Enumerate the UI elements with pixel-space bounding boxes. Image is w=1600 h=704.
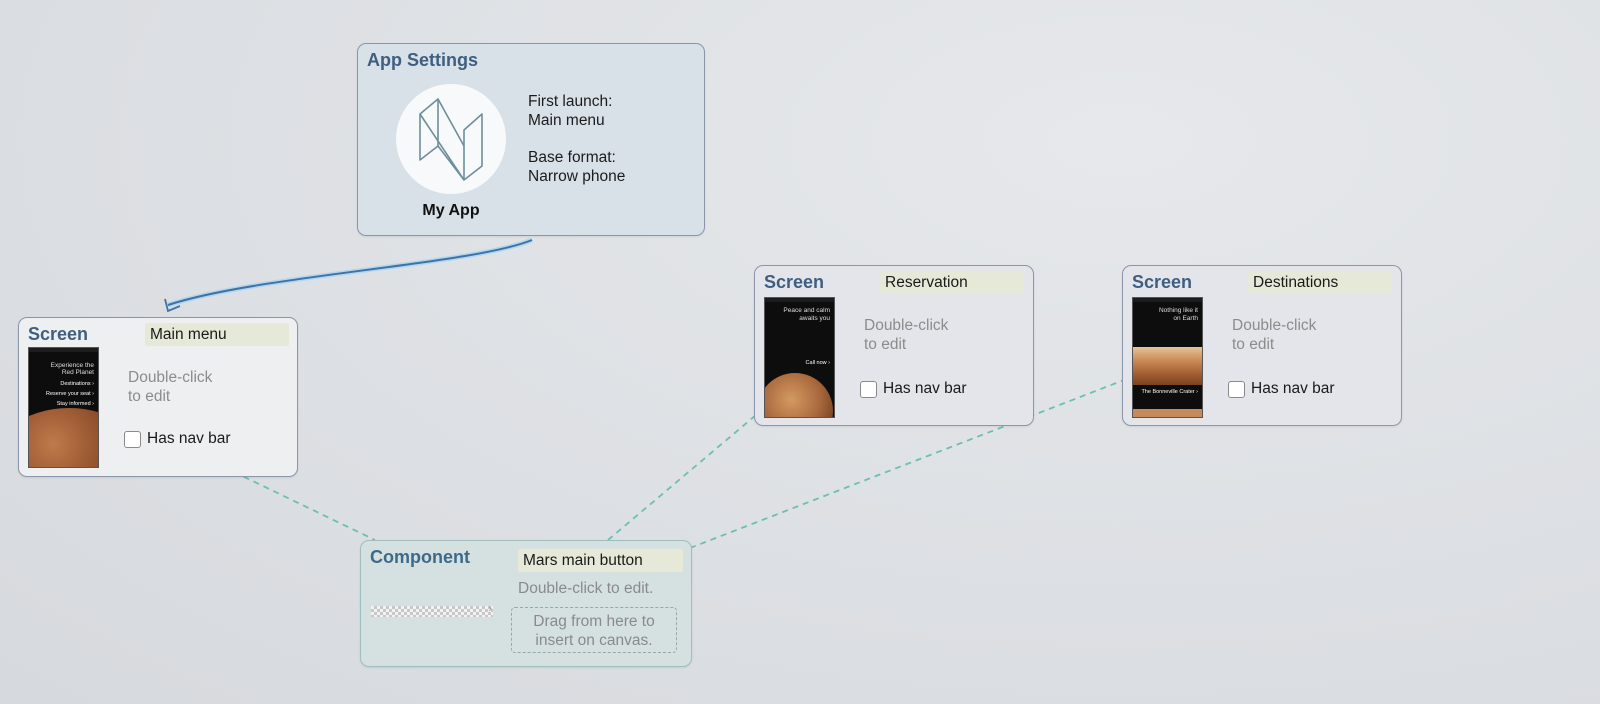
mars-terrain-strip (1133, 409, 1202, 417)
thumb-text: Reserve your seat › (46, 391, 94, 397)
thumb-text: Nothing like it (1158, 307, 1198, 314)
base-format-value: Narrow phone (528, 168, 626, 185)
mars-terrain-image (1133, 347, 1202, 385)
first-launch-arrow-glow (167, 237, 533, 308)
app-settings-title: App Settings (367, 50, 478, 70)
screen-name-field[interactable]: Main menu (145, 323, 289, 346)
app-icon[interactable] (396, 84, 506, 194)
thumb-text: Destinations › (60, 381, 94, 387)
screen-name-field[interactable]: Destinations (1248, 271, 1392, 294)
drag-hint-line: insert on canvas. (535, 632, 653, 649)
nav-bar-toggle[interactable]: Has nav bar (860, 380, 967, 398)
chevron-right-icon: › (488, 603, 492, 615)
screen-name-field[interactable]: Reservation (880, 271, 1024, 294)
thumb-text: Stay informed › (56, 401, 94, 407)
first-launch-value: Main menu (528, 112, 605, 129)
edit-hint-line: Double-click (128, 369, 213, 386)
nav-bar-checkbox[interactable] (1228, 380, 1245, 398)
nav-bar-label: Has nav bar (147, 430, 231, 447)
edit-hint: Double-click to edit (1232, 316, 1316, 354)
edit-hint: Double-click to edit. (518, 580, 654, 597)
edit-hint: Double-click to edit (128, 368, 212, 406)
component-preview: › (371, 603, 493, 617)
nav-bar-checkbox[interactable] (860, 380, 877, 398)
thumb-text: awaits you (799, 315, 830, 322)
component-type-label: Component (370, 547, 470, 567)
app-info: First launch: Main menu Base format: Nar… (528, 92, 625, 186)
first-launch-arrow[interactable] (167, 239, 533, 306)
edit-hint-line: to edit (128, 388, 171, 405)
thumb-text: on Earth (1173, 315, 1198, 322)
nav-bar-toggle[interactable]: Has nav bar (1228, 380, 1335, 398)
nav-bar-label: Has nav bar (883, 380, 967, 397)
component-name-field[interactable]: Mars main button (518, 549, 683, 572)
screen-card-reservation[interactable]: Screen Reservation Peace and calm awaits… (754, 265, 1034, 426)
screen-type-label: Screen (1132, 272, 1193, 292)
edit-hint: Double-click to edit (864, 316, 948, 354)
screen-card-destinations[interactable]: Screen Destinations Nothing like it on E… (1122, 265, 1402, 426)
screen-thumbnail: Experience the Red Planet Destinations ›… (28, 347, 99, 468)
app-name-label: My App (422, 202, 480, 219)
screen-card-main-menu[interactable]: Screen Main menu Experience the Red Plan… (18, 317, 298, 477)
arrow-head-icon (164, 298, 181, 313)
edit-hint-line: Double-click (1232, 317, 1317, 334)
first-launch-label: First launch: (528, 93, 613, 110)
thumb-text: Red Planet (61, 369, 94, 376)
thumb-text: Call now › (805, 360, 830, 366)
link-reservation (607, 414, 757, 541)
app-settings-card[interactable]: App Settings My App First launch: Main m… (357, 43, 705, 236)
nav-bar-toggle[interactable]: Has nav bar (124, 430, 231, 448)
screen-thumbnail: Peace and calm awaits you Call now › (764, 297, 835, 418)
app-logo-icon (419, 98, 483, 181)
drag-hint-line: Drag from here to (533, 613, 655, 630)
edit-hint-line: to edit (1232, 336, 1275, 353)
edit-hint-line: Double-click (864, 317, 949, 334)
screen-type-label: Screen (28, 324, 89, 344)
edit-hint-line: to edit (864, 336, 907, 353)
mars-planet-image (765, 373, 833, 417)
drag-to-canvas-handle[interactable]: Drag from here to insert on canvas. (511, 607, 677, 653)
mars-surface-image (29, 408, 98, 467)
thumb-text: Peace and calm (783, 307, 830, 314)
screen-type-label: Screen (764, 272, 825, 292)
thumb-text: Experience the (50, 362, 94, 369)
component-card-mars-main-button[interactable]: Component Mars main button › Double-clic… (360, 540, 692, 667)
nav-bar-checkbox[interactable] (124, 430, 141, 448)
nav-bar-label: Has nav bar (1251, 380, 1335, 397)
base-format-label: Base format: (528, 149, 616, 166)
thumb-text: The Bonneville Crater › (1141, 389, 1198, 395)
screen-thumbnail: Nothing like it on Earth The Bonneville … (1132, 297, 1203, 418)
